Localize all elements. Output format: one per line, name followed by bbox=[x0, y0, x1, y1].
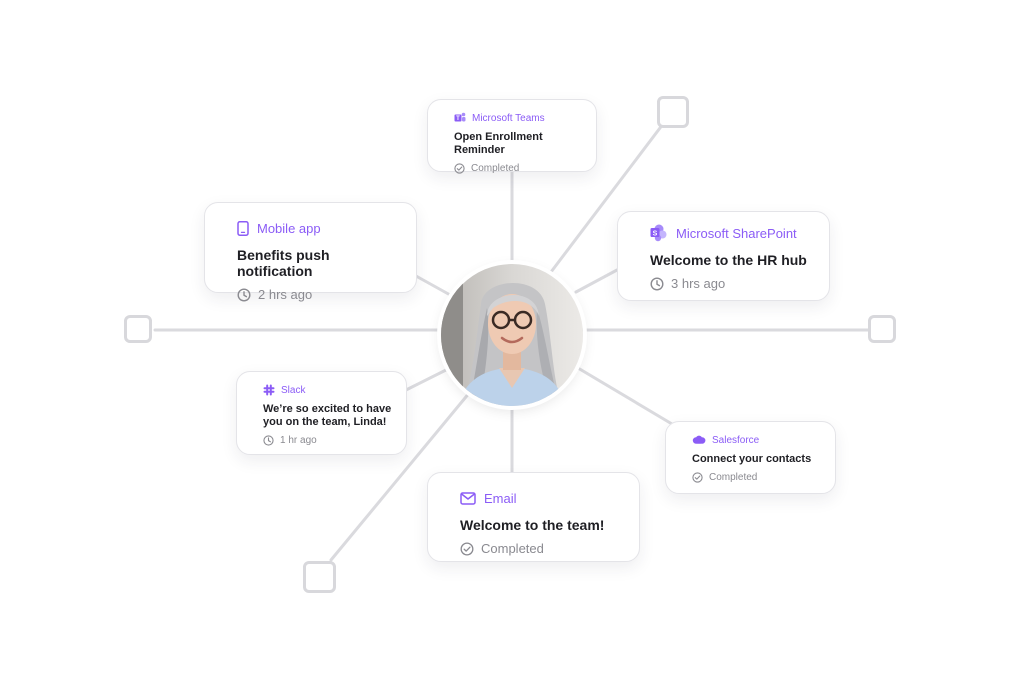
person-portrait bbox=[441, 264, 583, 406]
slack-notification-card[interactable]: Slack We’re so excited to have you on th… bbox=[236, 371, 407, 455]
teams-notification-card[interactable]: T Microsoft Teams Open Enrollment Remind… bbox=[427, 99, 597, 174]
card-title: Welcome to the HR hub bbox=[650, 252, 807, 268]
email-notification-card[interactable]: Email Welcome to the team! Completed bbox=[427, 472, 640, 562]
card-status: 1 hr ago bbox=[280, 435, 317, 446]
card-status: Completed bbox=[481, 541, 544, 556]
clock-icon bbox=[263, 435, 274, 446]
connector-sharepoint bbox=[574, 268, 619, 294]
card-status: 2 hrs ago bbox=[258, 287, 313, 302]
salesforce-icon bbox=[692, 435, 706, 444]
card-status: 3 hrs ago bbox=[671, 276, 726, 291]
check-circle-icon bbox=[460, 542, 474, 555]
card-title-line: We’re so excited to have bbox=[263, 403, 392, 415]
connector-mobile bbox=[414, 274, 454, 298]
teams-icon: T bbox=[454, 112, 466, 122]
endpoint-node-right bbox=[868, 315, 896, 343]
salesforce-notification-card[interactable]: Salesforce Connect your contacts Complet… bbox=[665, 421, 836, 494]
sharepoint-notification-card[interactable]: S Microsoft SharePoint Welcome to the HR… bbox=[617, 211, 830, 301]
check-circle-icon bbox=[454, 163, 465, 174]
connector-bottom-left bbox=[329, 390, 472, 562]
card-title-line: you on the team, Linda! bbox=[263, 416, 387, 428]
endpoint-node-left bbox=[124, 315, 152, 343]
clock-icon bbox=[650, 276, 664, 291]
card-source-label: Microsoft Teams bbox=[472, 112, 545, 124]
mobile-app-notification-card[interactable]: Mobile app Benefits push notification 2 … bbox=[204, 202, 417, 302]
card-title: Benefits push notification bbox=[237, 247, 330, 279]
clock-icon bbox=[237, 287, 251, 302]
card-source-label: Salesforce bbox=[712, 434, 760, 446]
card-title: Connect your contacts bbox=[692, 453, 812, 465]
card-title: Open Enrollment Reminder bbox=[454, 131, 543, 156]
slack-icon bbox=[263, 384, 275, 396]
card-title: Welcome to the team! bbox=[460, 517, 605, 533]
card-title: We’re so excited to have you on the team… bbox=[263, 403, 392, 429]
card-status: Completed bbox=[471, 163, 520, 174]
avatar bbox=[441, 264, 583, 406]
card-source-label: Mobile app bbox=[257, 220, 321, 236]
endpoint-node-bottom-left bbox=[303, 561, 336, 593]
check-circle-icon bbox=[692, 472, 703, 483]
connector-salesforce bbox=[576, 366, 674, 426]
card-source-label: Microsoft SharePoint bbox=[676, 225, 797, 241]
card-status: Completed bbox=[709, 472, 758, 483]
svg-text:T: T bbox=[456, 116, 460, 122]
connector-top-right bbox=[549, 122, 665, 274]
connector-slack bbox=[404, 366, 452, 392]
sharepoint-icon: S bbox=[650, 224, 667, 242]
card-source-label: Slack bbox=[281, 384, 306, 396]
mail-icon bbox=[460, 491, 476, 505]
card-source-label: Email bbox=[484, 490, 517, 506]
endpoint-node-top-right bbox=[657, 96, 689, 128]
svg-text:S: S bbox=[653, 230, 658, 237]
phone-icon bbox=[237, 220, 249, 236]
